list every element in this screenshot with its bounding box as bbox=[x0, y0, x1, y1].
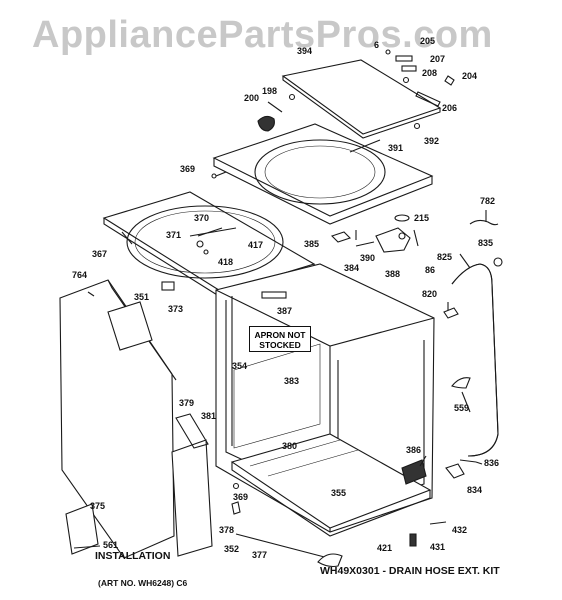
part-label-764: 764 bbox=[72, 270, 88, 280]
lid-switch-parts bbox=[385, 49, 455, 130]
part-label-379: 379 bbox=[179, 398, 195, 408]
part-label-375: 375 bbox=[90, 501, 106, 511]
part-label-782: 782 bbox=[480, 196, 496, 206]
top-cover-part bbox=[212, 123, 434, 225]
part-label-371: 371 bbox=[166, 230, 182, 240]
hinge-parts bbox=[257, 93, 296, 132]
front-panel-part-352 bbox=[171, 439, 213, 557]
part-label-390: 390 bbox=[360, 253, 376, 263]
rail-part-377 bbox=[235, 533, 337, 561]
part-label-394: 394 bbox=[297, 46, 313, 56]
part-label-200: 200 bbox=[244, 93, 260, 103]
part-label-383: 383 bbox=[284, 376, 300, 386]
part-label-820: 820 bbox=[422, 289, 438, 299]
drain-hose-part bbox=[451, 263, 499, 457]
part-label-418: 418 bbox=[218, 257, 234, 267]
screw-part-369 bbox=[232, 482, 240, 490]
side-panel-part bbox=[59, 279, 177, 559]
hose-clip-part bbox=[443, 307, 459, 319]
part-label-355: 355 bbox=[331, 488, 347, 498]
installation-bag-part bbox=[65, 503, 99, 555]
bracket-part-559 bbox=[451, 377, 471, 389]
part-label-208: 208 bbox=[422, 68, 438, 78]
part-label-386: 386 bbox=[406, 445, 422, 455]
part-label-384: 384 bbox=[344, 263, 360, 273]
part-373 bbox=[161, 281, 175, 291]
part-387 bbox=[261, 291, 287, 299]
part-label-391: 391 bbox=[388, 143, 404, 153]
apron-note-line-2: STOCKED bbox=[259, 340, 301, 350]
part-label-388: 388 bbox=[385, 269, 401, 279]
part-431 bbox=[409, 533, 417, 547]
art-number-label: (ART NO. WH6248) C6 bbox=[98, 578, 188, 588]
part-label-835: 835 bbox=[478, 238, 494, 248]
part-label-6: 6 bbox=[374, 40, 380, 50]
part-label-381: 381 bbox=[201, 411, 217, 421]
wire-harness-part bbox=[469, 219, 499, 226]
part-label-204: 204 bbox=[462, 71, 478, 81]
control-parts bbox=[330, 214, 419, 253]
clamp-part bbox=[493, 257, 503, 267]
apron-note-line-1: APRON NOT bbox=[254, 330, 306, 340]
watermark-logo: AppliancePartsPros.com bbox=[32, 14, 493, 56]
part-label-385: 385 bbox=[304, 239, 320, 249]
screw-part-432 bbox=[429, 521, 447, 525]
lid-part bbox=[281, 59, 442, 139]
screw-part-764 bbox=[87, 291, 95, 297]
part-label-836: 836 bbox=[484, 458, 500, 468]
part-label-215: 215 bbox=[414, 213, 430, 223]
part-label-351: 351 bbox=[134, 292, 150, 302]
part-label-834: 834 bbox=[467, 485, 483, 495]
installation-label: INSTALLATION bbox=[95, 550, 171, 562]
part-label-207: 207 bbox=[430, 54, 446, 64]
leader-lines bbox=[73, 101, 487, 549]
part-label-86: 86 bbox=[425, 265, 436, 275]
screw-part-836 bbox=[459, 459, 477, 463]
part-378 bbox=[231, 501, 241, 515]
part-label-206: 206 bbox=[442, 103, 458, 113]
part-label-198: 198 bbox=[262, 86, 278, 96]
drain-hose-kit-label: WH49X0301 - DRAIN HOSE EXT. KIT bbox=[320, 565, 500, 577]
part-label-825: 825 bbox=[437, 252, 453, 262]
part-label-417: 417 bbox=[248, 240, 264, 250]
part-label-432: 432 bbox=[452, 525, 468, 535]
part-label-431: 431 bbox=[430, 542, 446, 552]
part-label-392: 392 bbox=[424, 136, 440, 146]
part-label-387: 387 bbox=[277, 306, 293, 316]
part-label-421: 421 bbox=[377, 543, 393, 553]
part-label-370: 370 bbox=[194, 213, 210, 223]
part-label-369-bottom: 369 bbox=[233, 492, 249, 502]
part-label-561: 561 bbox=[103, 540, 119, 550]
part-834 bbox=[445, 463, 465, 479]
part-label-373: 373 bbox=[168, 304, 184, 314]
part-label-367: 367 bbox=[92, 249, 108, 259]
part-label-352: 352 bbox=[224, 544, 240, 554]
part-label-205: 205 bbox=[420, 36, 436, 46]
base-part bbox=[230, 433, 432, 537]
part-label-377: 377 bbox=[252, 550, 268, 560]
part-label-380: 380 bbox=[282, 441, 298, 451]
part-379 bbox=[175, 413, 209, 449]
part-351 bbox=[107, 301, 153, 351]
part-label-559: 559 bbox=[454, 403, 470, 413]
part-label-354: 354 bbox=[232, 361, 248, 371]
part-label-369-top: 369 bbox=[180, 164, 196, 174]
part-label-378: 378 bbox=[219, 525, 235, 535]
apron-not-stocked-note: APRON NOT STOCKED bbox=[249, 326, 311, 352]
